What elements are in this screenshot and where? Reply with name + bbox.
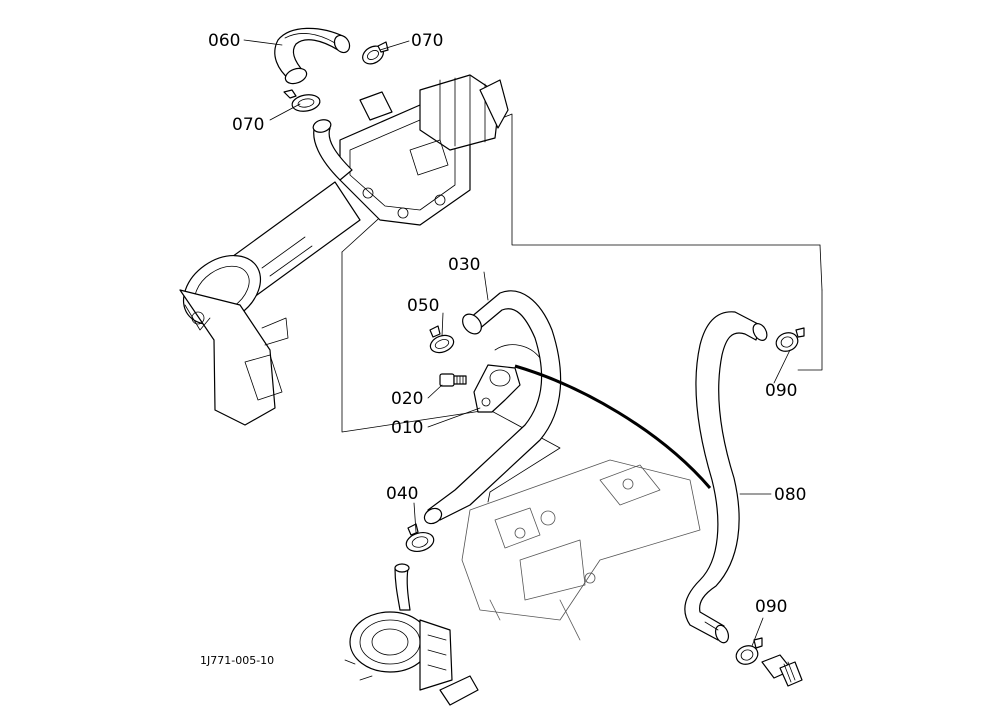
connection-arrow <box>494 344 712 489</box>
egr-valve <box>339 74 509 226</box>
egr-cooler <box>179 181 361 426</box>
oil-cooler <box>344 563 479 706</box>
label-090-lower: 090 <box>755 597 787 617</box>
label-010: 010 <box>391 418 423 438</box>
hose-060-lower <box>312 119 353 181</box>
hose-fitting <box>761 654 803 687</box>
label-070-upper: 070 <box>411 31 443 51</box>
clamp-090-lower <box>735 637 763 665</box>
drawing-reference-code: 1J771-005-10 <box>200 654 274 667</box>
label-090-upper: 090 <box>765 381 797 401</box>
clamp-090-upper <box>775 327 805 352</box>
clamp-040 <box>405 523 435 553</box>
engine-housing <box>461 459 701 641</box>
clamp-070-upper <box>362 41 389 65</box>
label-020: 020 <box>391 389 423 409</box>
label-050: 050 <box>407 296 439 316</box>
clamp-050 <box>429 325 455 354</box>
bolt-020 <box>439 373 467 387</box>
label-040: 040 <box>386 484 418 504</box>
clamp-070-lower <box>283 89 321 112</box>
part-labels: 060 070 070 030 050 020 010 040 090 080 … <box>208 31 806 617</box>
hose-060 <box>274 27 351 85</box>
leader-lines <box>243 39 791 647</box>
label-080: 080 <box>774 485 806 505</box>
label-060: 060 <box>208 31 240 51</box>
label-030: 030 <box>448 255 480 275</box>
hose-030 <box>423 290 562 525</box>
label-070-lower: 070 <box>232 115 264 135</box>
hose-080 <box>684 311 768 644</box>
clip-010 <box>473 364 521 413</box>
